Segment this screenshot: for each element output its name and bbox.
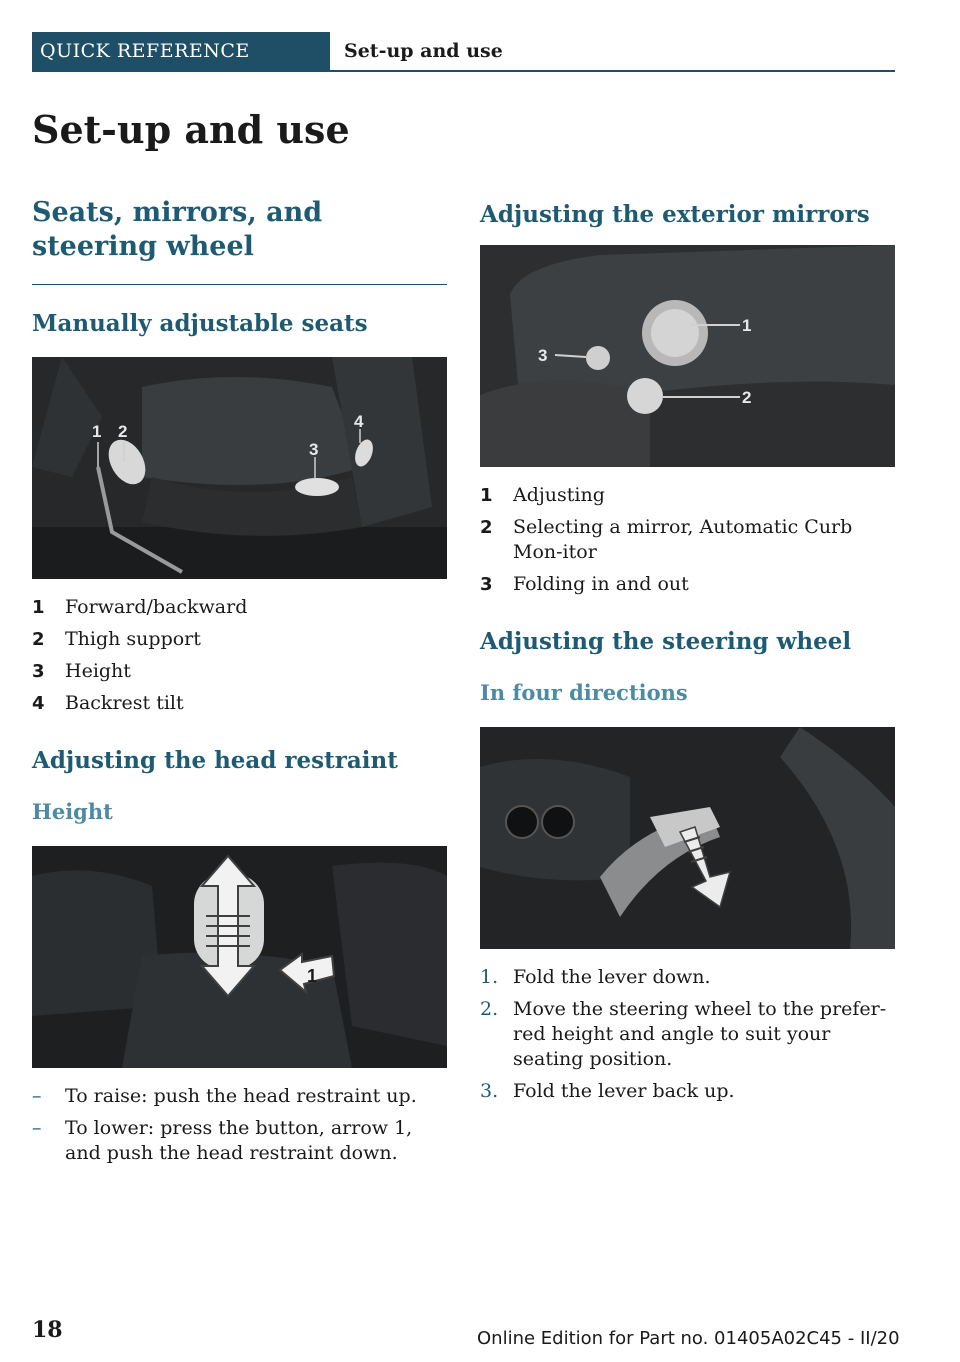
section-divider [32,284,447,285]
header-section-label: QUICK REFERENCE [32,32,330,70]
section-title: Seats, mirrors, and steering wheel [32,197,323,262]
seat-callout-3: 3 [309,440,318,459]
seat-callout-2: 2 [118,422,127,441]
steering-subheading: In four directions [480,680,688,705]
seats-heading: Manually adjustable seats [32,310,368,337]
mirrors-heading: Adjusting the exterior mirrors [480,201,870,228]
head-restraint-instructions: –To raise: push the head restraint up. –… [32,1084,447,1166]
seat-callout-4: 4 [354,412,364,431]
steering-lever-photo [480,727,895,949]
mirror-callout-1: 1 [742,316,751,335]
page-title: Set-up and use [32,107,350,152]
steering-heading: Adjusting the steering wheel [480,628,852,655]
head-restraint-callout-1: 1 [307,966,317,986]
seat-callout-1: 1 [92,422,101,441]
step-item: 3.Fold the lever back up. [480,1080,735,1102]
head-restraint-subheading: Height [32,799,113,824]
page-number: 18 [32,1317,63,1343]
running-header: QUICK REFERENCE Set-up and use [32,32,895,72]
list-item: –To raise: push the head restraint up. [32,1085,417,1107]
seat-adjustment-photo: 1 2 3 4 [32,357,447,579]
step-item: 2.Move the steering wheel to the prefer-… [480,998,887,1070]
head-restraint-heading: Adjusting the head restraint [32,747,398,774]
step-item: 1.Fold the lever down. [480,966,711,988]
header-chapter-title: Set-up and use [344,40,503,62]
steering-adjustment-steps: 1.Fold the lever down. 2.Move the steeri… [480,965,895,1104]
head-restraint-photo: 1 [32,846,447,1068]
list-item: –To lower: press the button, arrow 1, an… [32,1117,413,1164]
mirror-callout-3: 3 [538,346,547,365]
mirror-controls-photo: 1 2 3 [480,245,895,467]
left-column: Seats, mirrors, and steering wheel Manua… [32,196,447,1173]
edition-note: Online Edition for Part no. 01405A02C45 … [477,1328,900,1349]
mirror-callout-2: 2 [742,388,751,407]
